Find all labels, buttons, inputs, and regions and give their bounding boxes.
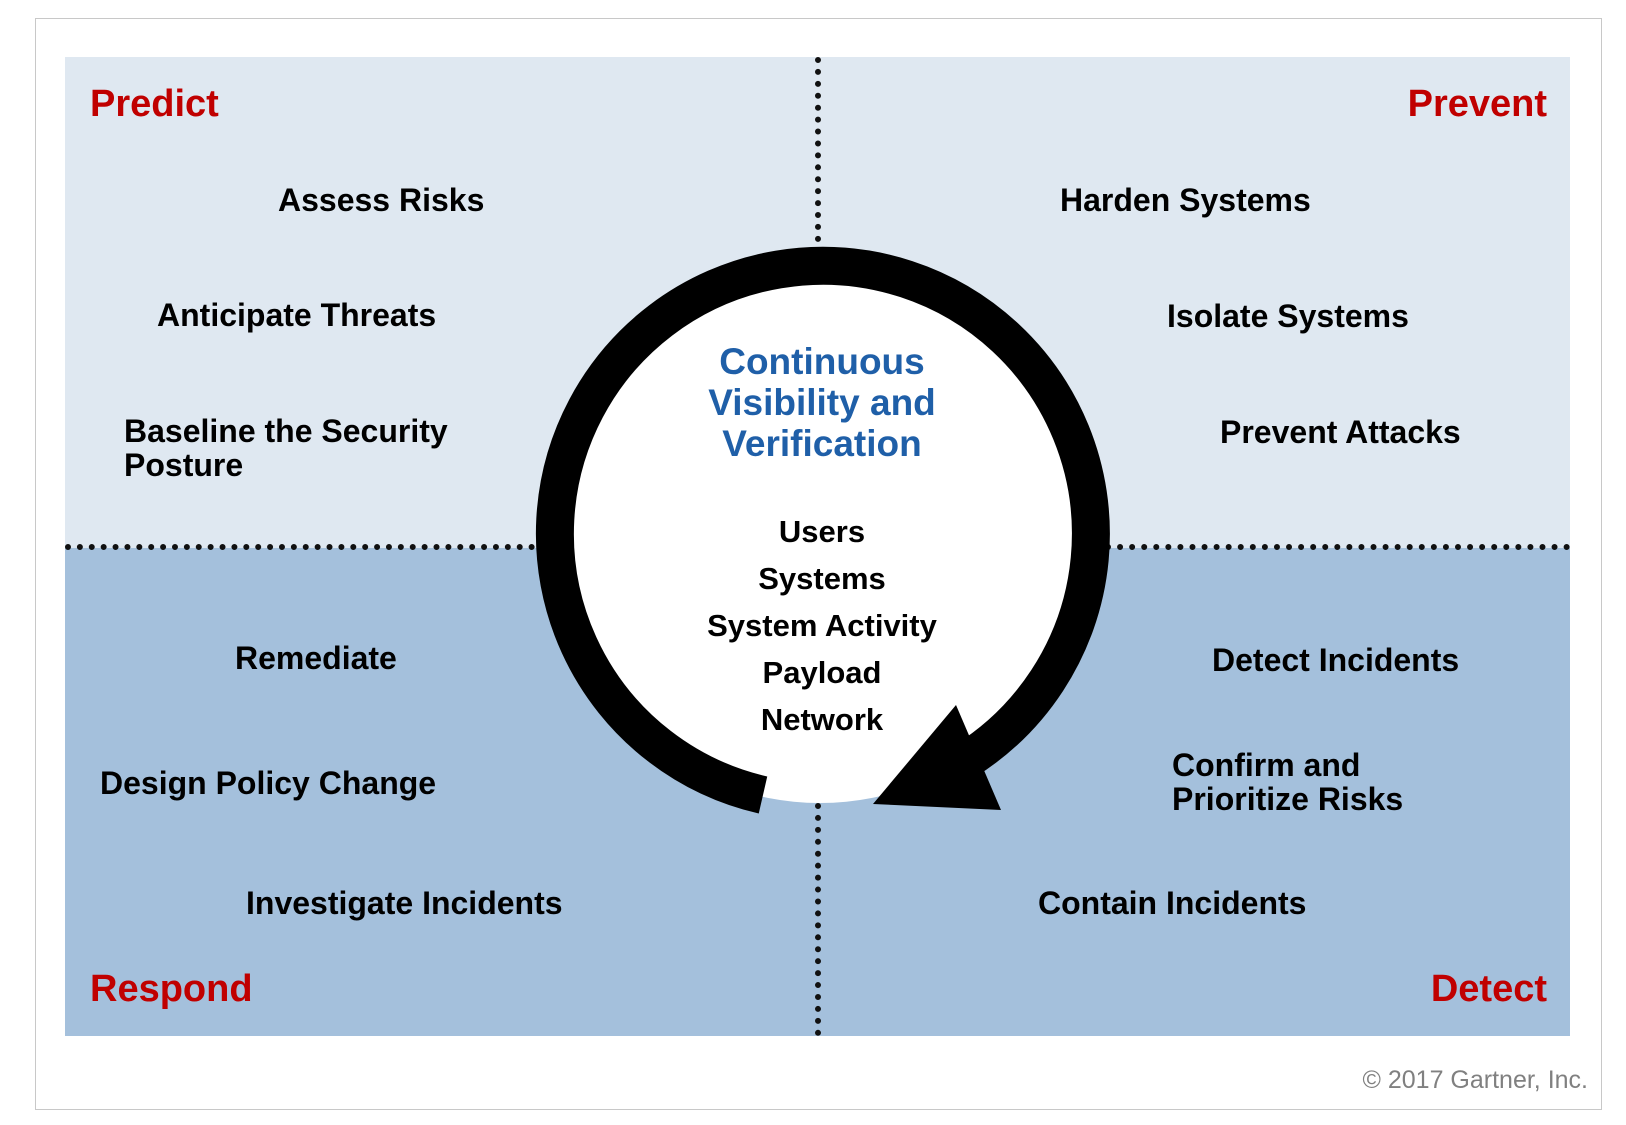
visibility-list: Users Systems System Activity Payload Ne… [642, 508, 1002, 743]
cycle-arrowhead [873, 705, 1001, 810]
phase-title-respond: Respond [90, 968, 253, 1010]
visibility-item-users: Users [778, 514, 866, 549]
vertical-divider-top [815, 57, 821, 242]
phase-title-predict: Predict [90, 83, 219, 125]
center-title-line-3: Verification [722, 423, 922, 464]
detect-item-contain-incidents: Contain Incidents [1038, 885, 1307, 921]
detect-item-detect-incidents: Detect Incidents [1212, 642, 1460, 678]
predict-item-anticipate-threats: Anticipate Threats [157, 297, 437, 333]
visibility-item-system-activity: System Activity [707, 608, 937, 643]
copyright-notice: © 2017 Gartner, Inc. [1362, 1066, 1589, 1094]
horizontal-divider-left [65, 544, 535, 550]
predict-item-baseline-line-2: Posture [124, 447, 244, 483]
phase-title-prevent: Prevent [1407, 83, 1547, 125]
respond-item-design-policy-change: Design Policy Change [100, 765, 437, 801]
center-title: Continuous Visibility and Verification [642, 341, 1002, 464]
detect-item-confirm-line-2: Prioritize Risks [1172, 781, 1404, 817]
predict-item-baseline-line-1: Baseline the Security [124, 413, 448, 449]
prevent-item-prevent-attacks: Prevent Attacks [1220, 414, 1461, 450]
center-circle [552, 267, 1088, 803]
center-title-line-1: Continuous [719, 341, 925, 382]
phase-title-detect: Detect [1430, 968, 1547, 1010]
horizontal-divider-right [1105, 544, 1570, 550]
center-title-line-2: Visibility and [708, 382, 936, 423]
prevent-item-isolate-systems: Isolate Systems [1167, 298, 1409, 334]
cycle-ring-arc [535, 246, 1110, 814]
respond-item-investigate-incidents: Investigate Incidents [246, 885, 563, 921]
prevent-item-harden-systems: Harden Systems [1060, 182, 1311, 218]
visibility-item-network: Network [760, 702, 884, 737]
predict-item-assess-risks: Assess Risks [278, 182, 485, 218]
respond-item-remediate: Remediate [235, 640, 397, 676]
vertical-divider-bottom [815, 803, 821, 1036]
visibility-item-payload: Payload [762, 655, 882, 690]
detect-item-confirm-line-1: Confirm and [1172, 747, 1361, 783]
visibility-item-systems: Systems [758, 561, 886, 596]
